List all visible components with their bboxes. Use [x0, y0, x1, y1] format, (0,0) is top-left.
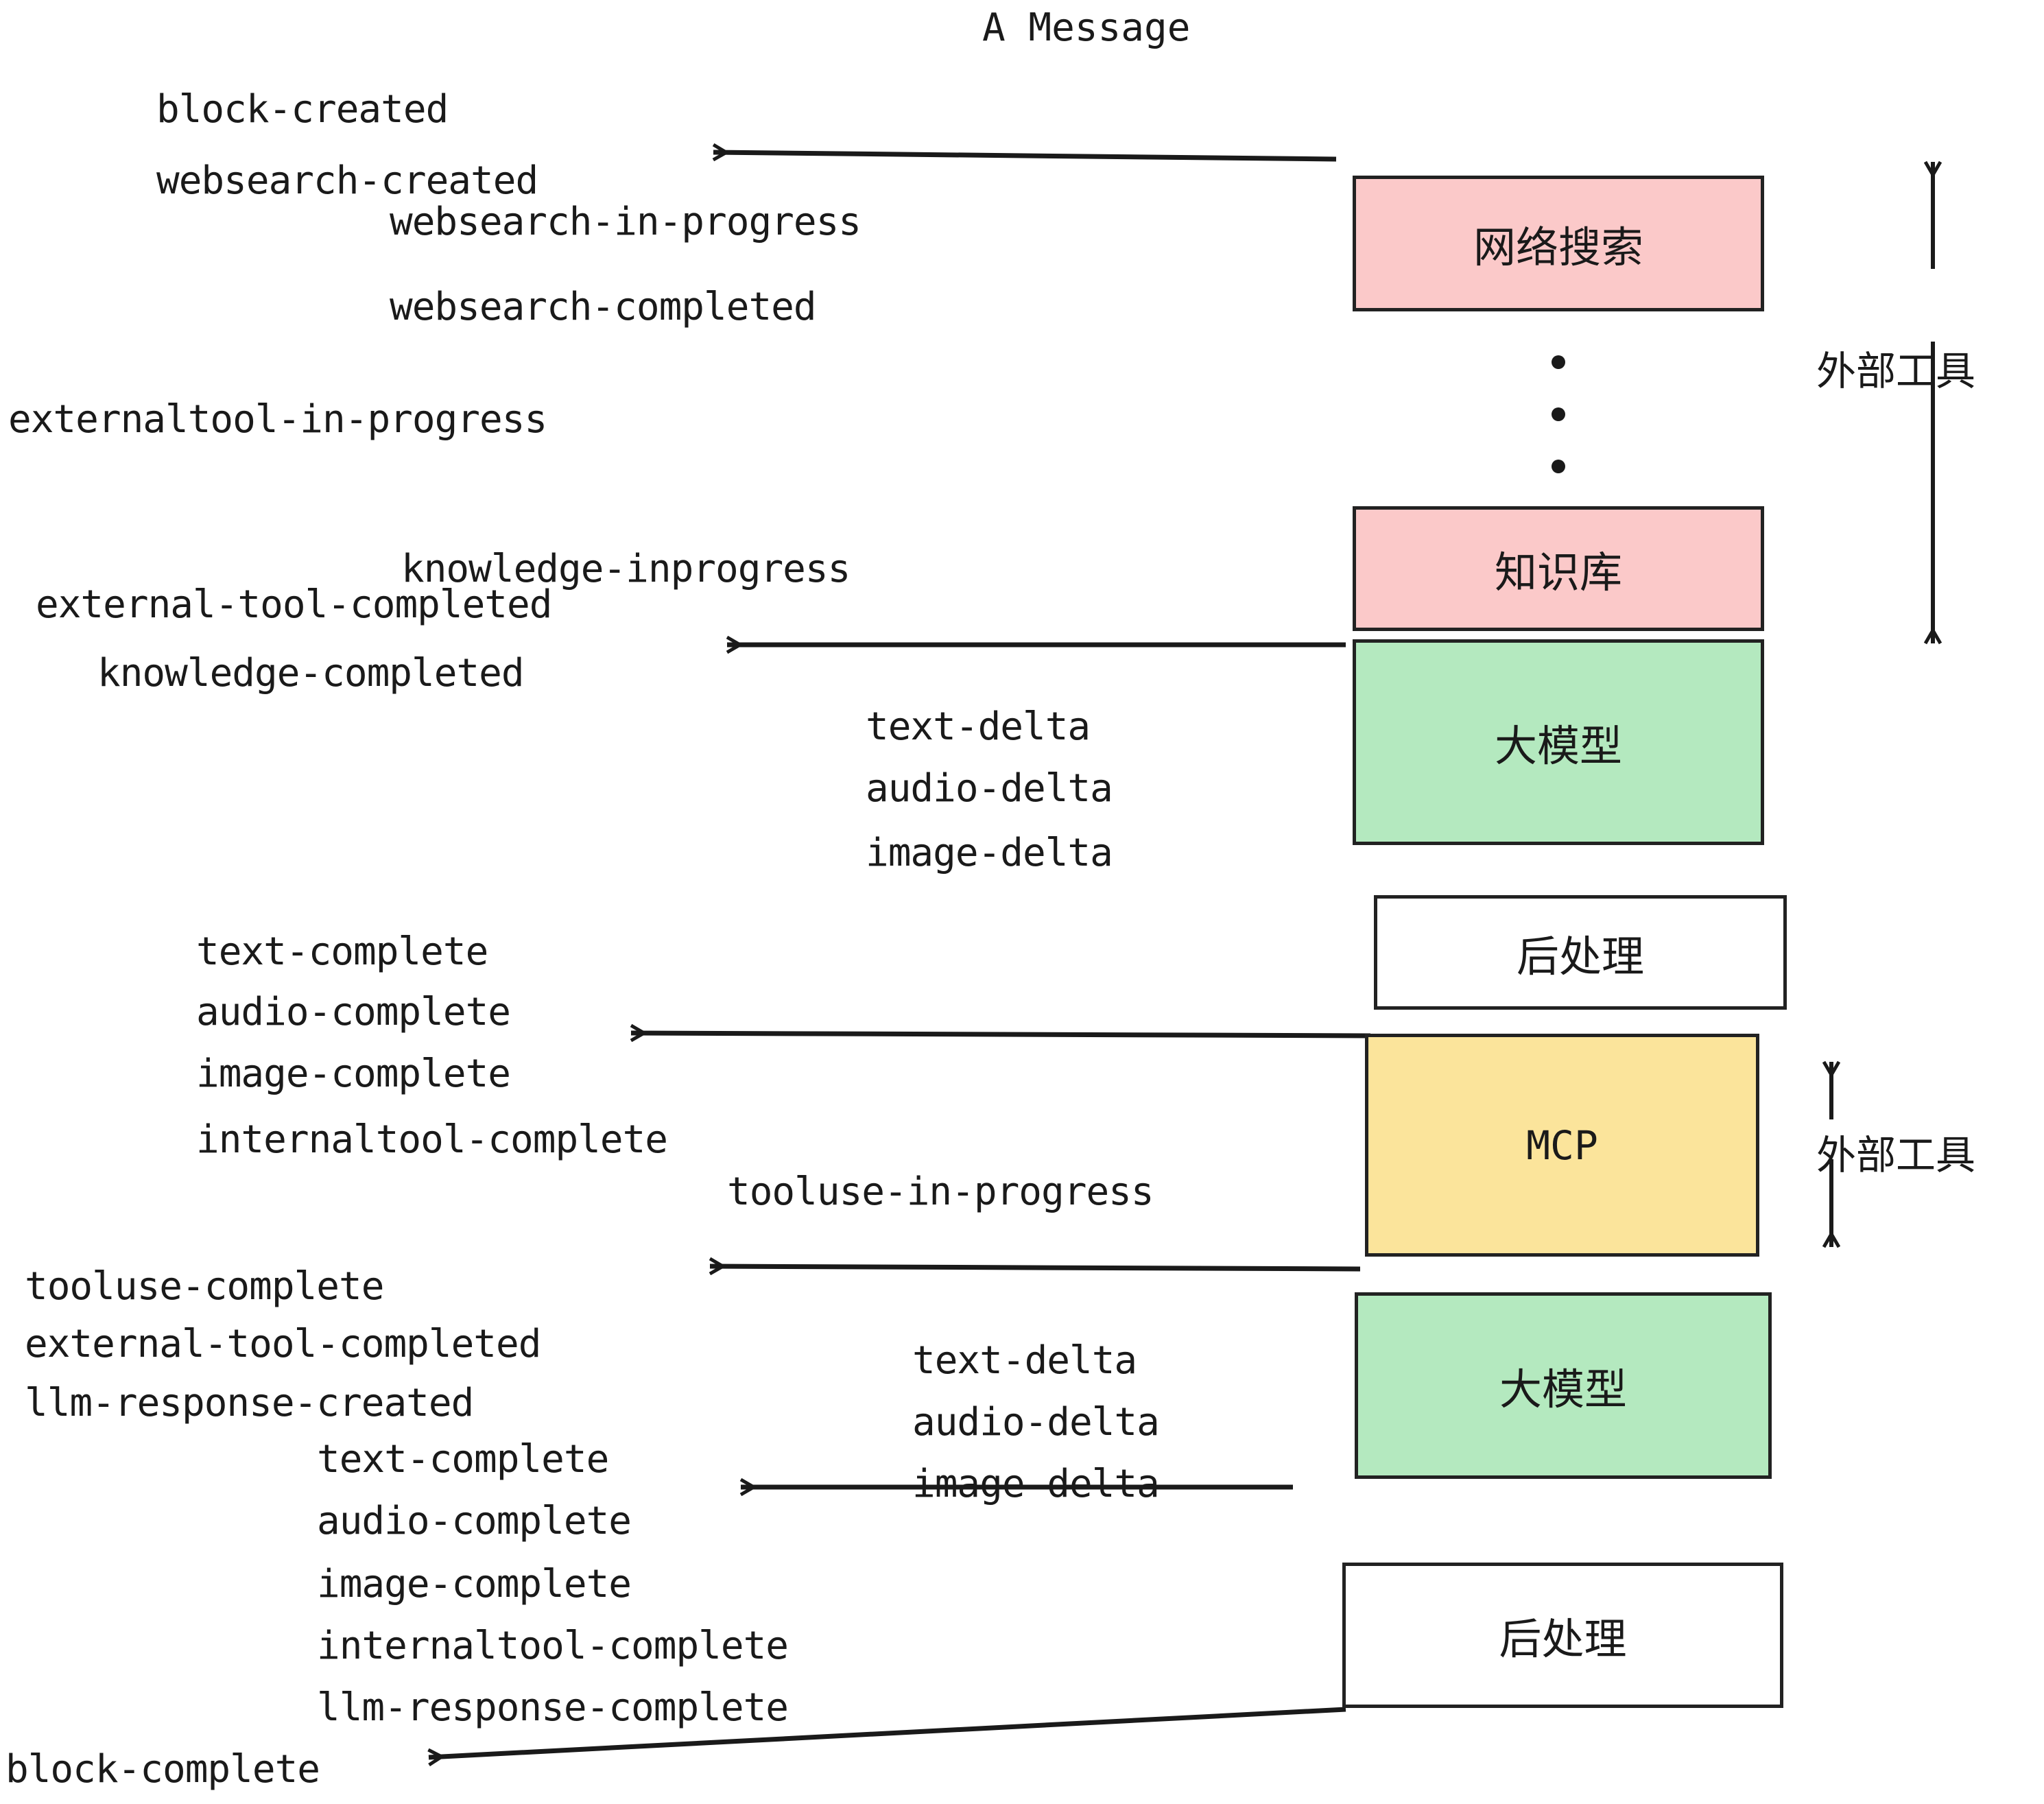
event-audio-complete-2: audio-complete: [317, 1499, 632, 1543]
node-mcp[interactable]: MCP: [1365, 1034, 1759, 1257]
event-knowledge-completed: knowledge-completed: [97, 651, 525, 696]
event-llm-response-complete: llm-response-complete: [317, 1685, 789, 1730]
node-postprocess-bottom-label: 后处理: [1499, 1614, 1627, 1664]
side-label-external-tools-bottom: 外部工具: [1816, 1132, 1976, 1178]
node-mcp-label: MCP: [1526, 1121, 1598, 1169]
event-llm-response-created: llm-response-created: [25, 1381, 474, 1425]
event-audio-delta-2: audio-delta: [912, 1400, 1160, 1445]
node-postprocess-top[interactable]: 后处理: [1374, 895, 1787, 1010]
arrow-postprocess-to-image-complete: [631, 1033, 1371, 1036]
event-websearch-in-progress: websearch-in-progress: [390, 200, 861, 244]
event-websearch-created: websearch-created: [156, 158, 538, 203]
event-image-delta-1: image-delta: [866, 831, 1113, 875]
event-tooluse-complete: tooluse-complete: [25, 1264, 384, 1309]
ellipsis-dot-3: [1552, 460, 1565, 473]
node-knowledge[interactable]: 知识库: [1353, 506, 1764, 631]
event-audio-complete-1: audio-complete: [196, 990, 511, 1034]
event-block-created: block-created: [156, 87, 449, 132]
event-externaltool-in-progress: externaltool-in-progress: [8, 397, 547, 442]
ellipsis-dot-2: [1552, 407, 1565, 421]
node-websearch[interactable]: 网络搜索: [1353, 176, 1764, 311]
node-llm-top-label: 大模型: [1494, 721, 1622, 771]
event-knowledge-inprogress: knowledge-inprogress: [401, 547, 851, 591]
event-text-complete-2: text-complete: [317, 1437, 609, 1482]
node-llm-bottom[interactable]: 大模型: [1355, 1292, 1772, 1479]
ellipsis-dot-1: [1552, 355, 1565, 369]
arrow-websearch-to-created: [713, 152, 1337, 162]
side-label-external-tools-top: 外部工具: [1816, 348, 1976, 394]
arrow-mcp-to-tooluse-complete: [710, 1266, 1361, 1269]
event-external-tool-completed-2: external-tool-completed: [25, 1322, 541, 1366]
node-postprocess-top-label: 后处理: [1516, 931, 1644, 982]
event-websearch-completed: websearch-completed: [390, 285, 817, 329]
event-text-delta-1: text-delta: [866, 704, 1091, 749]
node-postprocess-bottom[interactable]: 后处理: [1342, 1563, 1783, 1708]
page-title: A Message: [982, 5, 1191, 50]
node-llm-top[interactable]: 大模型: [1353, 639, 1764, 845]
node-websearch-label: 网络搜索: [1473, 222, 1643, 272]
event-tooluse-in-progress: tooluse-in-progress: [727, 1170, 1154, 1214]
event-text-delta-2: text-delta: [912, 1338, 1137, 1383]
event-image-complete-2: image-complete: [317, 1562, 632, 1606]
event-image-complete-1: image-complete: [196, 1052, 511, 1096]
event-internaltool-complete-2: internaltool-complete: [317, 1624, 789, 1668]
node-llm-bottom-label: 大模型: [1499, 1364, 1627, 1414]
event-text-complete-1: text-complete: [196, 929, 488, 974]
event-image-delta-2: image-delta: [912, 1462, 1160, 1506]
event-external-tool-completed-1: external-tool-completed: [36, 582, 552, 627]
event-audio-delta-1: audio-delta: [866, 766, 1113, 811]
event-block-complete: block-complete: [5, 1747, 320, 1792]
event-internaltool-complete-1: internaltool-complete: [196, 1117, 668, 1162]
node-knowledge-label: 知识库: [1494, 547, 1622, 597]
